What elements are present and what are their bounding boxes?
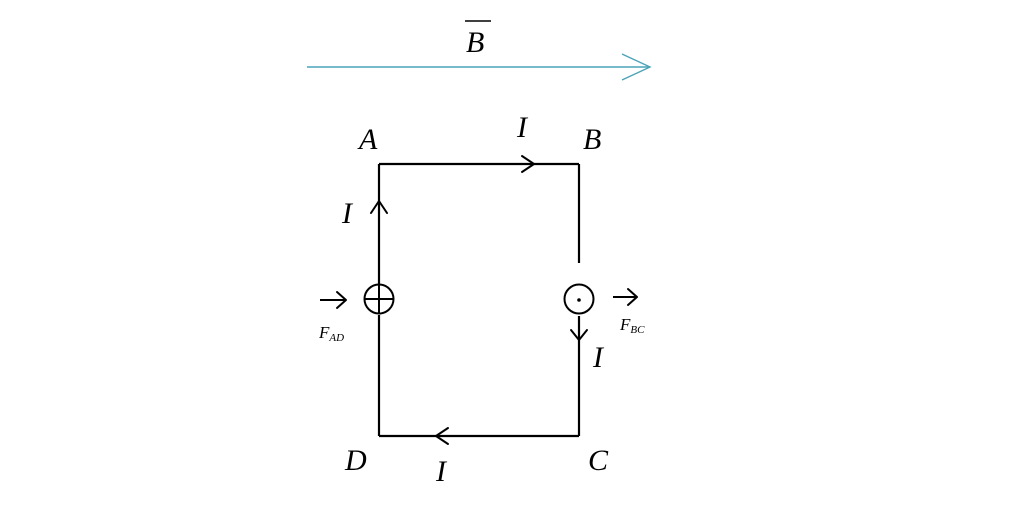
vertex-label-d: D bbox=[344, 444, 367, 477]
vertex-label-a: A bbox=[357, 123, 378, 156]
force-label-ad: FAD bbox=[318, 323, 344, 344]
field-arrow-head bbox=[621, 53, 652, 81]
force-ad-main: F bbox=[318, 323, 330, 342]
vertex-label-b: B bbox=[583, 123, 601, 156]
current-arrow-ab-icon bbox=[521, 155, 535, 173]
dot-in-circle-icon bbox=[563, 283, 595, 315]
force-bc-main: F bbox=[619, 315, 631, 334]
force-ad-sub: AD bbox=[328, 332, 344, 344]
force-bc-sub: BC bbox=[630, 324, 645, 336]
current-arrow-bc-icon bbox=[570, 329, 588, 341]
force-label-bc: FBC bbox=[619, 315, 645, 336]
current-label-cd: I bbox=[435, 455, 448, 488]
vertex-label-c: C bbox=[588, 444, 609, 477]
force-arrow-bc-icon bbox=[613, 288, 638, 306]
current-arrow-da-icon bbox=[370, 200, 388, 214]
field-label: B bbox=[465, 20, 491, 59]
force-arrow-ad-icon bbox=[320, 291, 347, 309]
current-label-bc: I bbox=[592, 341, 605, 374]
current-label-ab: I bbox=[516, 111, 529, 144]
current-arrow-cd-icon bbox=[435, 427, 449, 445]
current-label-da: I bbox=[341, 197, 354, 230]
current-loop bbox=[377, 162, 581, 438]
field-arrow bbox=[307, 53, 652, 81]
cross-in-circle-icon bbox=[363, 283, 395, 315]
field-symbol: B bbox=[466, 26, 484, 59]
